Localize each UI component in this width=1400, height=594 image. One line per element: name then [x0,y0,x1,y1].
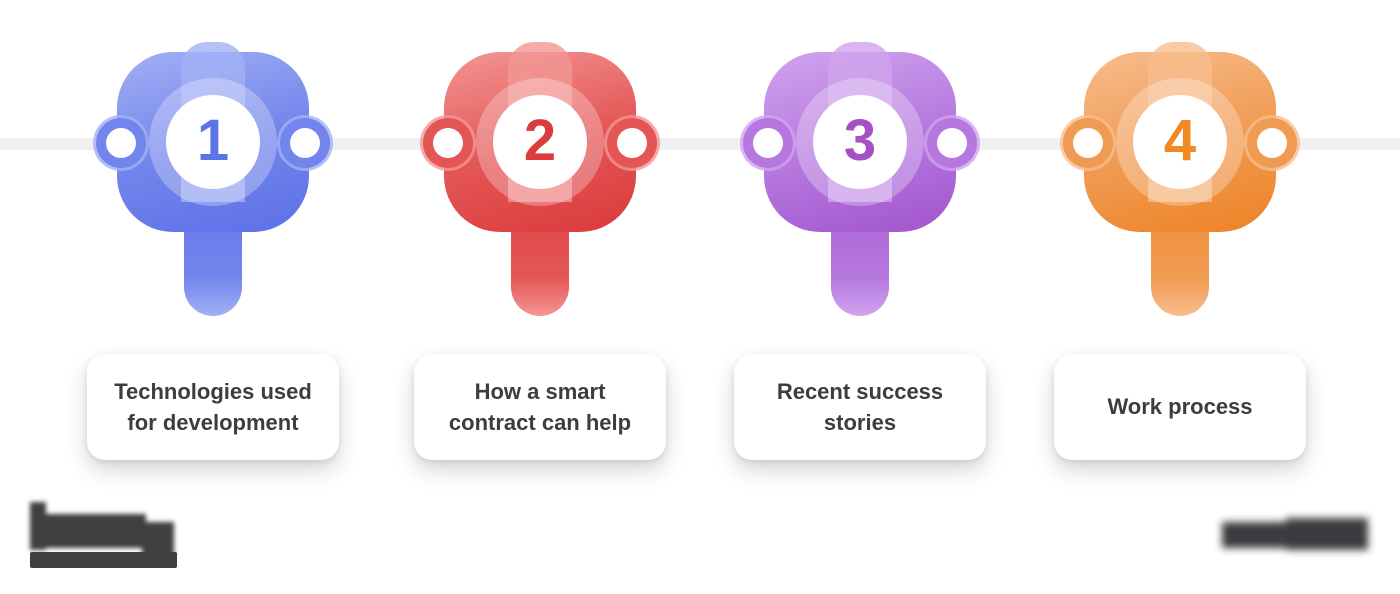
timeline-node-icon [1073,128,1103,158]
timeline-line [0,138,1400,150]
logo-underline-bar [30,552,177,568]
step-label-card-3: Recent success stories [734,354,986,460]
watermark-logo-left [30,498,180,570]
step-label-card-4: Work process [1054,354,1306,460]
timeline-step-4: 4 [1020,0,1340,330]
timeline-node-icon [937,128,967,158]
step-number-circle: 3 [813,95,907,189]
step-number: 2 [523,108,557,173]
step-number-circle: 1 [166,95,260,189]
timeline-node-icon [617,128,647,158]
step-number: 3 [843,108,877,173]
step-label: Recent success stories [776,378,944,435]
step-label-card-2: How a smart contract can help [414,354,666,460]
blurred-logo-text [1286,518,1368,550]
step-number: 4 [1163,108,1197,173]
blurred-logo-text [30,498,180,558]
timeline-node-icon [1257,128,1287,158]
timeline-node-icon [753,128,783,158]
blurred-logo-text [1222,522,1292,548]
step-label: Technologies used for development [114,378,312,435]
timeline-node-icon [290,128,320,158]
step-label: How a smart contract can help [448,378,632,435]
step-label: Work process [1107,394,1253,420]
timeline-step-1: 1 [53,0,373,330]
step-number-circle: 4 [1133,95,1227,189]
timeline-node-icon [106,128,136,158]
timeline-step-3: 3 [700,0,1020,330]
step-number-circle: 2 [493,95,587,189]
timeline-node-icon [433,128,463,158]
timeline-step-2: 2 [380,0,700,330]
watermark-logo-right [1222,518,1368,554]
step-label-card-1: Technologies used for development [87,354,339,460]
step-number: 1 [196,108,230,173]
